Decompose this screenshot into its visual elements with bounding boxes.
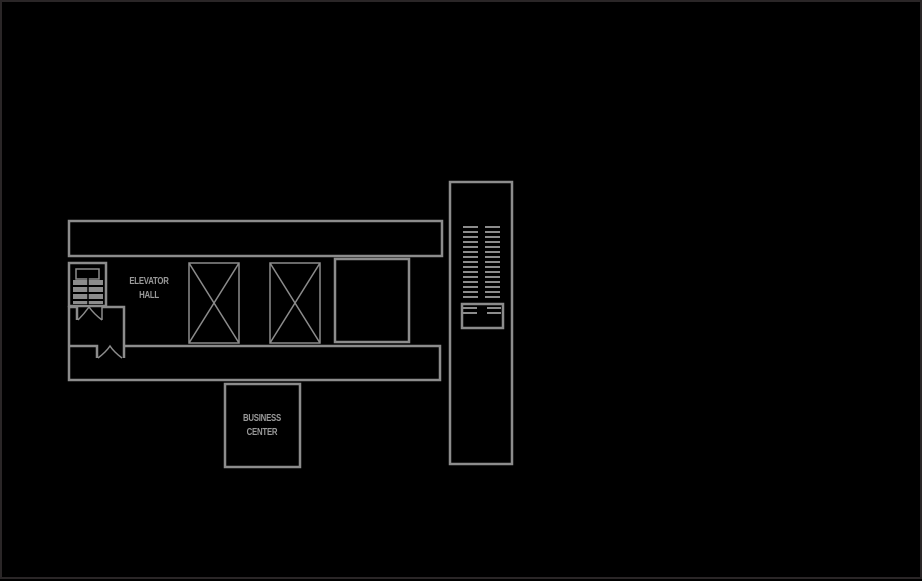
elevator-shaft-2[interactable] [269,262,321,344]
stair-treads-icon [463,226,501,314]
business-center-room[interactable] [223,382,302,469]
stairwell-west[interactable] [67,261,108,308]
south-corridor[interactable] [67,344,442,382]
stair-landing [460,302,505,330]
north-corridor[interactable] [67,219,444,258]
elevator-hall-label-line2: HALL [139,290,159,301]
business-center-label-line2: CENTER [246,427,278,438]
stairwell-east-tower[interactable] [448,180,514,466]
elevator-hall-label-line1: ELEVATOR [129,276,169,287]
elevator-shaft-1[interactable] [188,262,240,344]
door-icon [77,305,103,321]
business-center-label-line1: BUSINESS [242,413,282,424]
elevator-hall-label: ELEVATOR HALL [122,275,177,303]
service-room[interactable] [333,257,411,344]
business-center-label: BUSINESS CENTER [235,412,290,440]
door-icon [97,344,123,359]
